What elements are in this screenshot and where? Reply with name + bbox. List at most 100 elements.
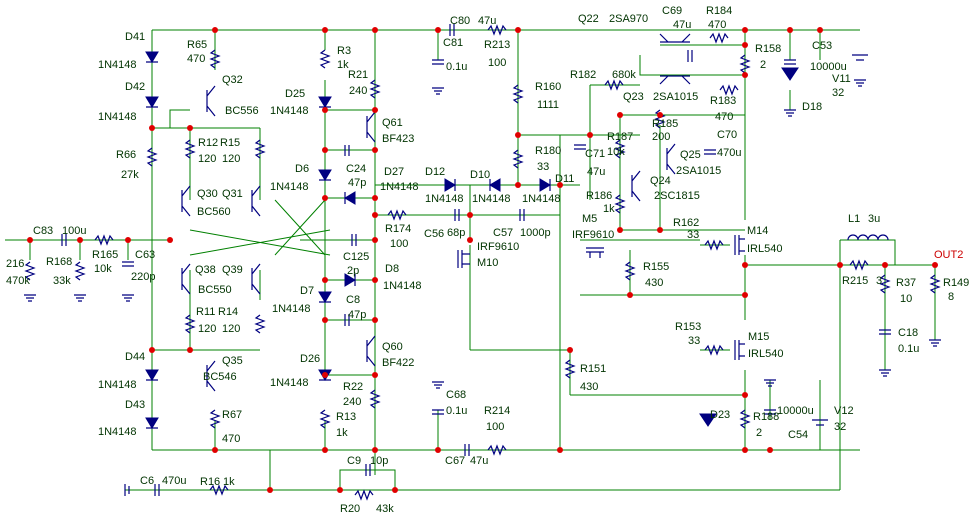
cap-C68-icon xyxy=(432,409,444,415)
resistor-R213-icon xyxy=(487,24,507,36)
ground-icon xyxy=(854,79,866,87)
battery-C6-src-icon xyxy=(124,484,130,496)
resistor-R37-icon xyxy=(879,274,891,294)
diode-D43-icon xyxy=(145,417,159,429)
label-C63-value: 220p xyxy=(131,271,155,283)
cap-C70-icon xyxy=(704,149,716,155)
cap-C57-icon xyxy=(519,209,525,221)
resistor-R214-icon xyxy=(487,444,507,456)
cap-C83-icon xyxy=(61,234,67,246)
ground-icon xyxy=(432,87,444,95)
cap-C8-icon xyxy=(344,314,350,326)
label-R174-value: 100 xyxy=(390,238,408,250)
label-R213-value: 100 xyxy=(488,57,506,69)
cap-C80-icon xyxy=(449,24,455,36)
label-R183: R183 xyxy=(710,95,736,107)
label-C9-value: 10p xyxy=(370,455,388,467)
label-R168-value: 33k xyxy=(53,275,71,287)
ground-icon xyxy=(122,294,134,302)
resistor-R67-icon xyxy=(209,409,221,429)
label-R16: R16 xyxy=(200,476,220,488)
label-C56: C56 xyxy=(424,228,444,240)
ground-icon xyxy=(74,294,86,302)
label-M5-value: IRF9610 xyxy=(572,229,614,241)
label-R15: R15 xyxy=(220,137,240,149)
label-D11-value: 1N4148 xyxy=(522,193,561,205)
resistor-R158-icon xyxy=(739,54,751,74)
label-C68: C68 xyxy=(446,389,466,401)
mosfet-M14-icon xyxy=(734,235,745,255)
label-C67: C67 xyxy=(445,455,465,467)
label-D6: D6 xyxy=(295,163,309,175)
label-L1: L1 xyxy=(848,213,860,225)
transistor-Q35-icon xyxy=(206,360,216,392)
label-C81: C81 xyxy=(443,37,463,49)
label-R174: R174 xyxy=(385,223,411,235)
label-C24-value: 47p xyxy=(348,177,366,189)
label-Q35: Q35 xyxy=(222,355,243,367)
label-Q61: Q61 xyxy=(382,117,403,129)
label-C6-value: 470u xyxy=(162,475,186,487)
label-Q30: Q30 xyxy=(197,188,218,200)
label-R165-value: 10k xyxy=(94,263,112,275)
resistor-R12-icon xyxy=(184,139,196,159)
resistor-R165-icon xyxy=(94,234,114,246)
resistor-R153-icon xyxy=(704,344,724,356)
label-D41-value: 1N4148 xyxy=(98,59,137,71)
cap-C6-icon xyxy=(154,484,160,496)
label-V11: V11 xyxy=(832,73,851,85)
label-Q31: Q31 xyxy=(222,188,243,200)
ground-icon xyxy=(929,339,941,347)
resistor-R16-icon xyxy=(209,484,229,496)
label-R12-value: 120 xyxy=(198,153,216,165)
label-R149: R149 xyxy=(943,277,969,289)
label-C56-value: 68p xyxy=(447,227,465,239)
label-R20-value: 43k xyxy=(376,503,394,515)
diode-D7-icon xyxy=(318,291,332,303)
resistor-R22-icon xyxy=(369,389,381,409)
label-R184-value: 470 xyxy=(708,19,726,31)
label-R65: R65 xyxy=(187,39,207,51)
label-C70-value: 470u xyxy=(717,147,741,159)
ground-icon xyxy=(764,379,776,387)
label-Q24: Q24 xyxy=(650,175,671,187)
label-R66-value: 27k xyxy=(121,169,139,181)
transistor-Q61-icon xyxy=(366,111,376,143)
mosfet-M10-icon xyxy=(457,250,470,268)
label-C70: C70 xyxy=(717,129,737,141)
zener-D18-icon xyxy=(781,67,799,81)
cap-C18-icon xyxy=(879,329,891,335)
resistor-R180-icon xyxy=(512,149,524,169)
label-R214-value: 100 xyxy=(486,421,504,433)
label-D18: D18 xyxy=(802,101,822,113)
resistor-R182-icon xyxy=(604,79,624,91)
ground-icon xyxy=(879,369,891,377)
label-R216: 216 xyxy=(6,258,24,270)
label-R187: R187 xyxy=(607,131,633,143)
label-R11: R11 xyxy=(196,306,215,318)
label-D25: D25 xyxy=(285,88,305,100)
resistor-R149-icon xyxy=(929,274,941,294)
label-C18: C18 xyxy=(898,327,918,339)
label-R160: R160 xyxy=(535,81,561,93)
label-R213: R213 xyxy=(484,39,510,51)
label-R151-value: 430 xyxy=(580,381,598,393)
label-Q61-value: BF423 xyxy=(382,133,414,145)
label-C71: C71 xyxy=(585,148,605,160)
label-D10-value: 1N4148 xyxy=(472,193,511,205)
label-Q30-value: BC560 xyxy=(197,206,231,218)
label-C9: C9 xyxy=(347,455,361,467)
diode-D25-icon xyxy=(318,96,332,108)
label-C53-value: 10000u xyxy=(810,61,847,73)
transistor-Q22-icon xyxy=(659,33,691,43)
resistor-R15-icon xyxy=(254,139,266,159)
label-D43: D43 xyxy=(125,399,145,411)
label-D11: D11 xyxy=(555,173,574,185)
label-R188-value: 2 xyxy=(756,427,762,439)
label-M15: M15 xyxy=(748,331,769,343)
label-R37: R37 xyxy=(896,277,916,289)
label-R155-value: 430 xyxy=(645,277,663,289)
label-M14: M14 xyxy=(747,225,768,237)
cap-C53-icon xyxy=(784,59,796,65)
